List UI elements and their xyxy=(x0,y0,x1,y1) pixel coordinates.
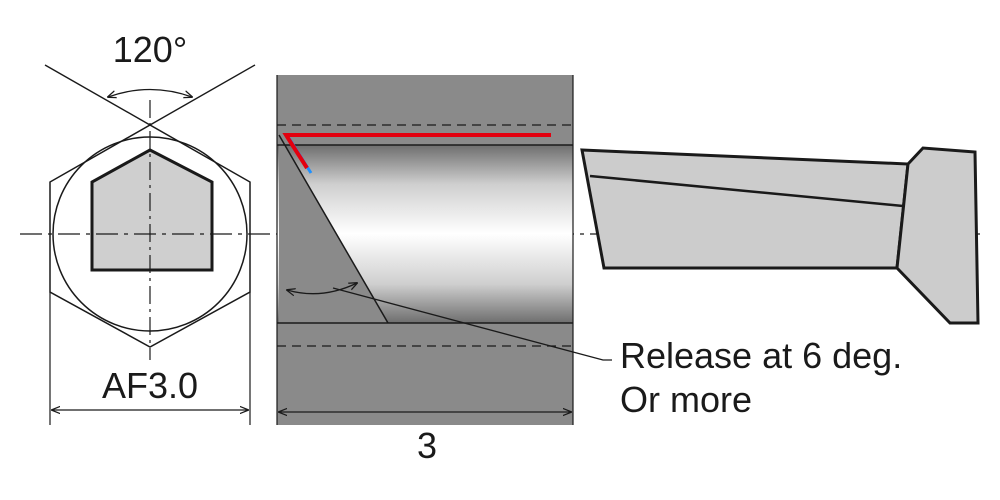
angle-line-left xyxy=(44,64,151,126)
tool-side-view xyxy=(580,146,980,325)
angle-dimension-arc xyxy=(108,88,192,98)
angle-label: 120° xyxy=(113,29,187,70)
bore-section-view: 3 xyxy=(276,75,612,466)
release-edge xyxy=(278,134,389,324)
tool-rake-line xyxy=(589,174,904,208)
hex-end-view: 120° AF3.0 xyxy=(20,29,980,425)
note-leader-line xyxy=(332,287,612,361)
tool-cross-section xyxy=(90,148,214,272)
tool-blade xyxy=(580,148,910,270)
across-flats-label: AF3.0 xyxy=(102,365,198,406)
tool-shank xyxy=(895,146,980,325)
release-angle-arc xyxy=(287,283,357,294)
release-note-line2: Or more xyxy=(620,379,752,420)
cutting-edge-red xyxy=(282,133,551,170)
angle-line-right xyxy=(149,64,256,126)
release-note-line1: Release at 6 deg. xyxy=(620,335,902,376)
length-label: 3 xyxy=(417,425,437,466)
